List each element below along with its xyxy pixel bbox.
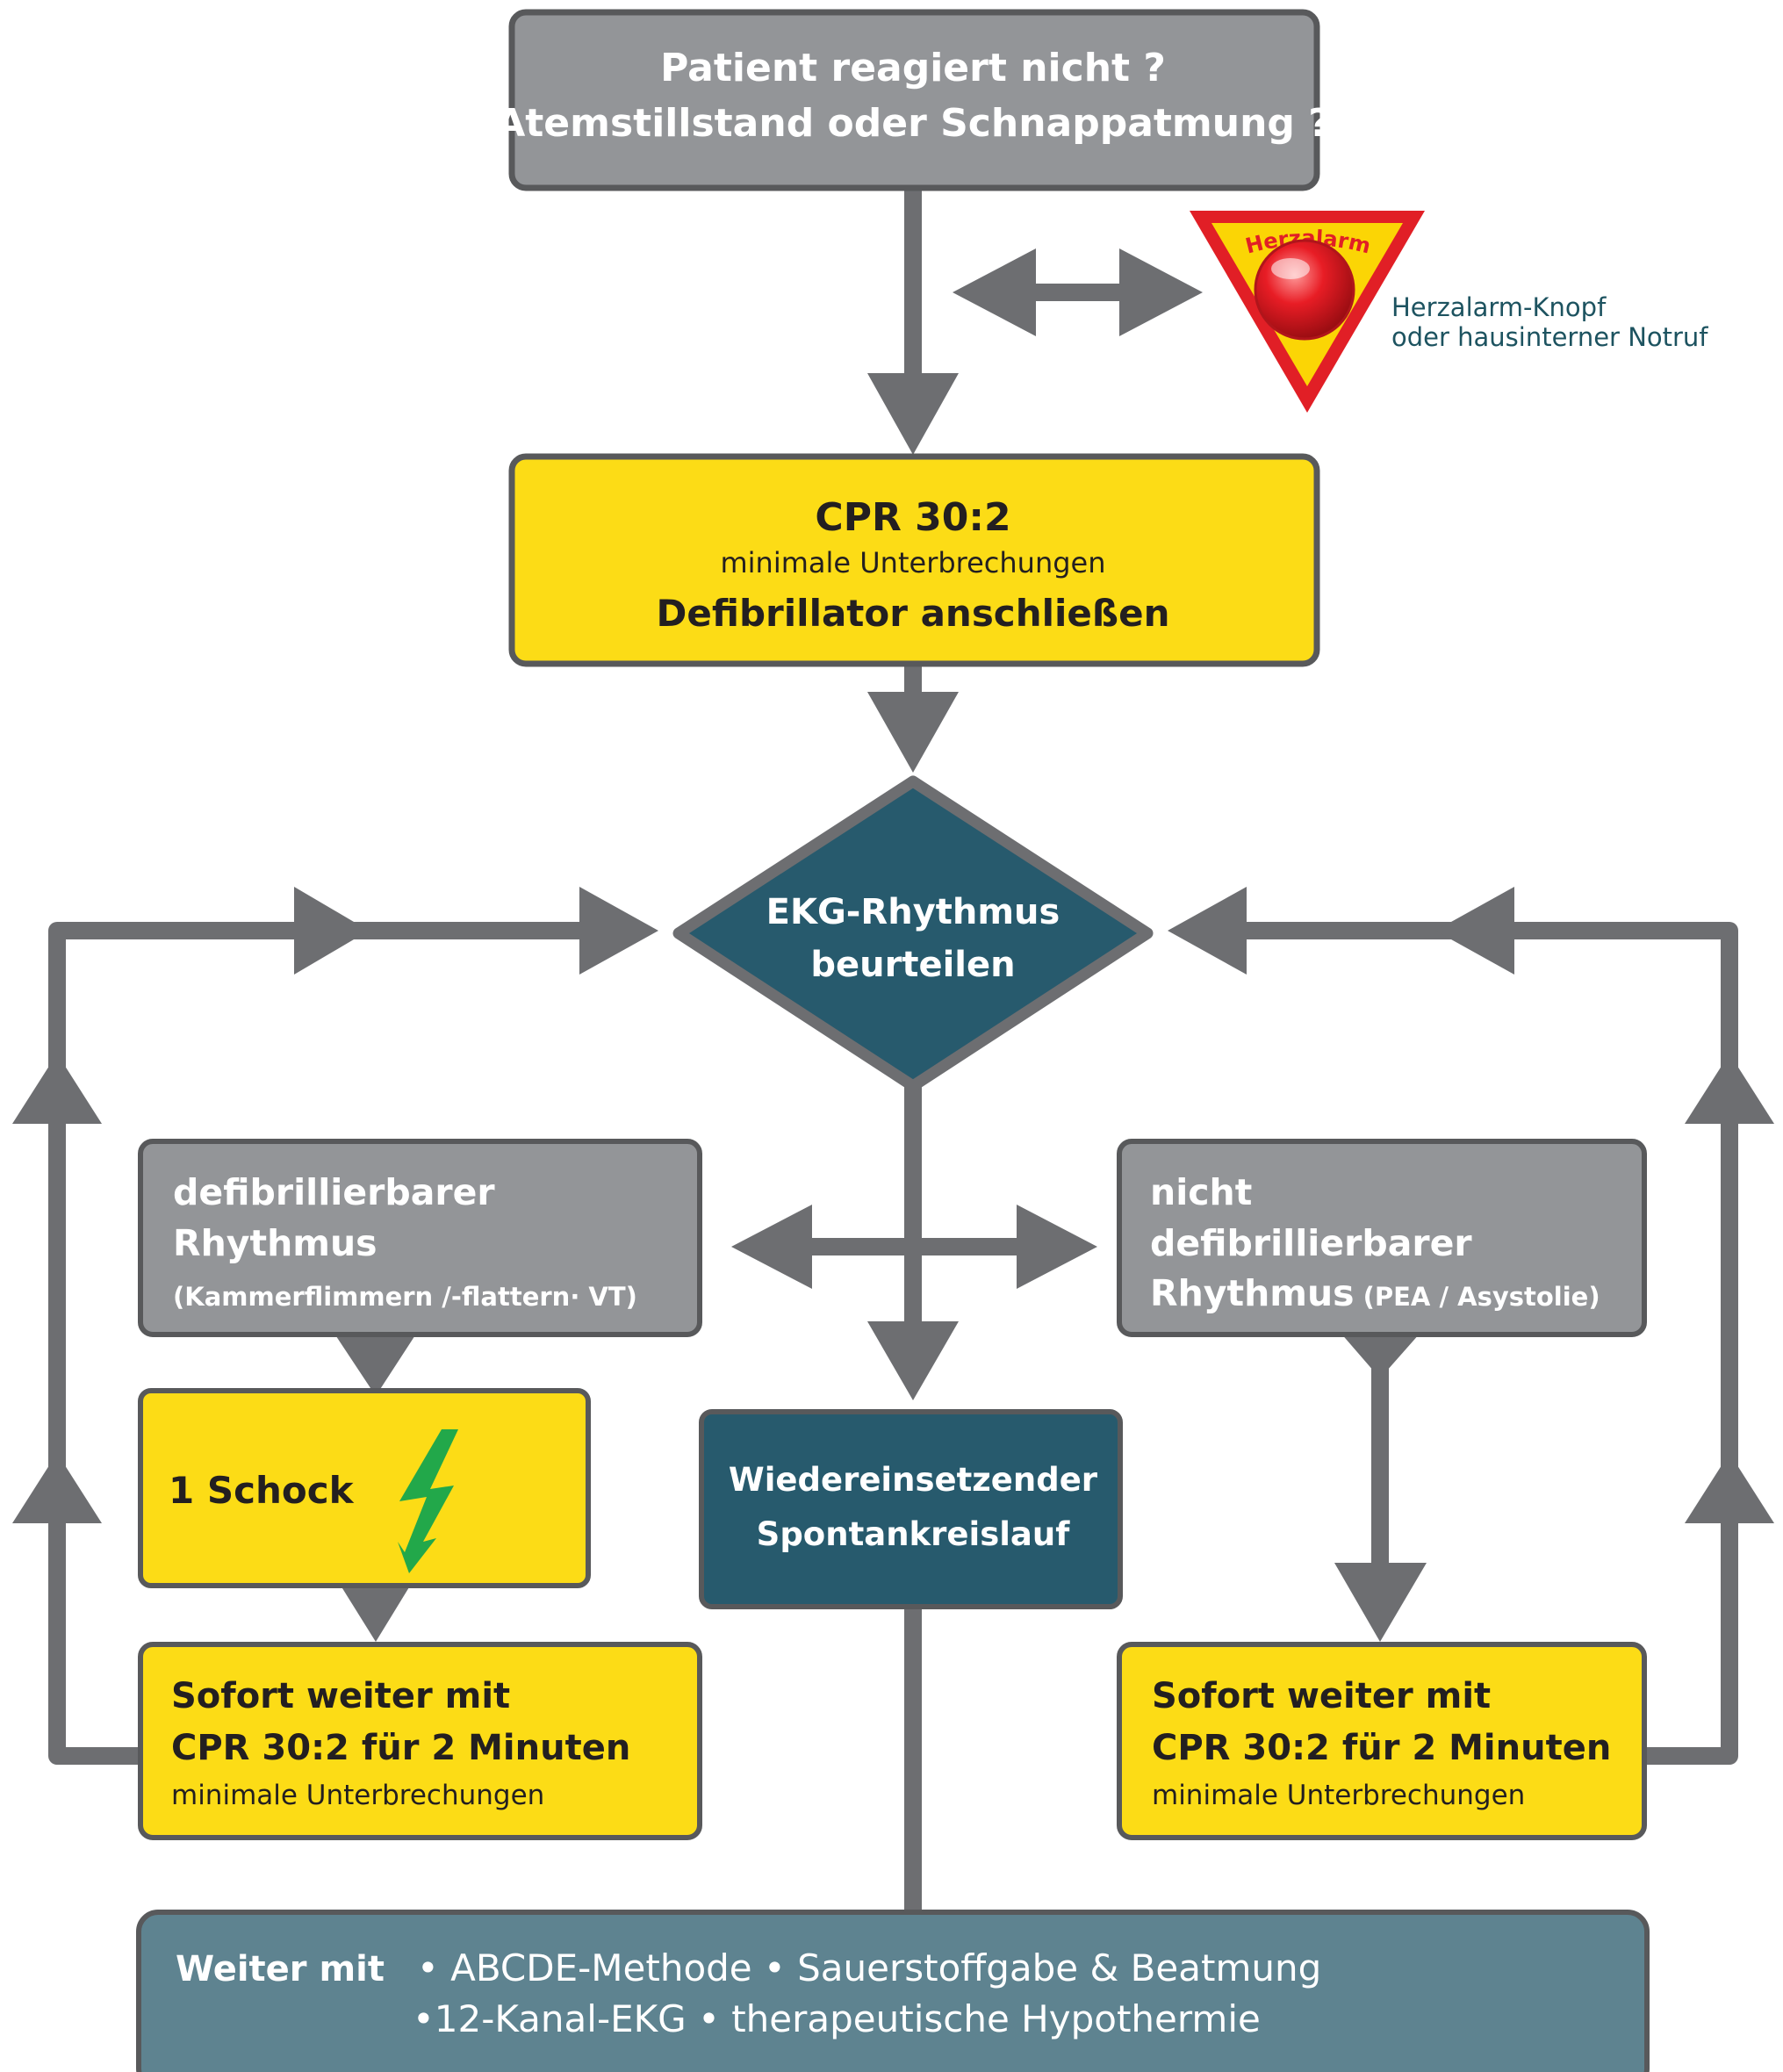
nonshockable-rhythm-label: Rhythmus(PEA / Asystolie)	[1150, 1272, 1600, 1314]
arrowhead-left-loop-1	[294, 887, 369, 975]
shockable-line-2: Rhythmus	[173, 1222, 377, 1264]
cpr-subtitle: minimale Unterbrechungen	[720, 546, 1105, 579]
connector-left-loop	[48, 922, 606, 1765]
decision-diamond: EKG-Rhythmus beurteilen	[672, 775, 1154, 1092]
shock-label: 1 Schock	[169, 1469, 355, 1512]
arrowhead-down-nonshock	[1334, 1326, 1427, 1378]
decision-line-2: beurteilen	[810, 945, 1015, 985]
start-line-1: Patient reagiert nicht ?	[660, 46, 1166, 90]
arrowhead-right-loop-2	[1435, 887, 1514, 975]
cpr-left-line-3: minimale Unterbrechungen	[171, 1780, 544, 1811]
cpr-action: Defibrillator anschließen	[657, 592, 1170, 635]
cpr-continue-right-box: Sofort weiter mit CPR 30:2 für 2 Minuten…	[1117, 1642, 1647, 1840]
rosc-box: Wiedereinsetzender Spontankreislauf	[699, 1409, 1123, 1609]
cpr-left-line-1: Sofort weiter mit	[171, 1676, 510, 1716]
arrowhead-down-cpr	[867, 373, 959, 455]
arrowhead-alarm-left	[953, 248, 1036, 336]
arrowheads	[12, 248, 1774, 1642]
arrowhead-left-loop-2	[579, 887, 658, 975]
arrowhead-branch-right	[1017, 1205, 1097, 1289]
cpr-right-line-3: minimale Unterbrechungen	[1152, 1780, 1525, 1811]
cpr-left-line-2: CPR 30:2 für 2 Minuten	[171, 1728, 630, 1768]
cpr-box: CPR 30:2 minimale Unterbrechungen Defibr…	[508, 453, 1320, 667]
start-line-2: Atemstillstand oder Schnappatmung ?	[495, 101, 1331, 146]
arrowhead-alarm-right	[1119, 248, 1203, 336]
arrowhead-branch-left	[731, 1205, 812, 1289]
alarm-caption-line-2: oder hausinterner Notruf	[1391, 322, 1708, 352]
cpr-title: CPR 30:2	[815, 495, 1010, 540]
arrowhead-up-left-2	[12, 1453, 102, 1523]
alarm-caption-line-1: Herzalarm-Knopf	[1391, 292, 1607, 322]
arrowhead-right-loop-1	[1168, 887, 1247, 975]
arrowhead-down-rosc	[867, 1321, 959, 1400]
nonshockable-rhythm-box: nicht defibrillierbarer Rhythmus(PEA / A…	[1117, 1139, 1647, 1337]
arrowhead-down-cpr-right	[1334, 1563, 1427, 1642]
post-resuscitation-box: Weiter mit • ABCDE-Methode • Sauerstoffg…	[136, 1910, 1650, 2072]
connector-right-loop	[1229, 922, 1738, 1765]
cpr-right-line-2: CPR 30:2 für 2 Minuten	[1152, 1728, 1611, 1768]
start-box: Patient reagiert nicht ? Atemstillstand …	[495, 9, 1331, 191]
alarm-button-icon	[1254, 239, 1355, 341]
post-line-1: • ABCDE-Methode • Sauerstoffgabe & Beatm…	[417, 1946, 1321, 1989]
shockable-rhythm-box: defibrillierbarer Rhythmus (Kammerflimme…	[138, 1139, 702, 1337]
post-line-2: •12-Kanal-EKG • therapeutische Hypotherm…	[413, 1997, 1261, 2040]
shockable-line-1: defibrillierbarer	[173, 1171, 495, 1213]
herzalarm-sign: Herzalarm	[1190, 211, 1425, 413]
arrowhead-up-left-1	[12, 1054, 102, 1124]
rosc-line-2: Spontankreislauf	[757, 1515, 1071, 1553]
shock-box: 1 Schock	[138, 1388, 591, 1588]
nonshockable-line-1: nicht	[1150, 1171, 1252, 1213]
rosc-line-1: Wiedereinsetzender	[729, 1461, 1098, 1499]
nonshockable-line-2: defibrillierbarer	[1150, 1222, 1472, 1264]
decision-line-1: EKG-Rhythmus	[766, 892, 1060, 932]
shockable-detail: (Kammerflimmern /-flattern· VT)	[173, 1282, 637, 1312]
arrowhead-down-shock	[329, 1326, 421, 1396]
arrowhead-up-right-1	[1685, 1054, 1774, 1124]
lightning-bolt-icon	[398, 1429, 458, 1573]
arrowhead-up-right-2	[1685, 1453, 1774, 1523]
cpr-continue-left-box: Sofort weiter mit CPR 30:2 für 2 Minuten…	[138, 1642, 702, 1840]
cpr-right-line-1: Sofort weiter mit	[1152, 1676, 1491, 1716]
arrowhead-down-decision	[867, 692, 959, 773]
post-label: Weiter mit	[176, 1949, 385, 1989]
